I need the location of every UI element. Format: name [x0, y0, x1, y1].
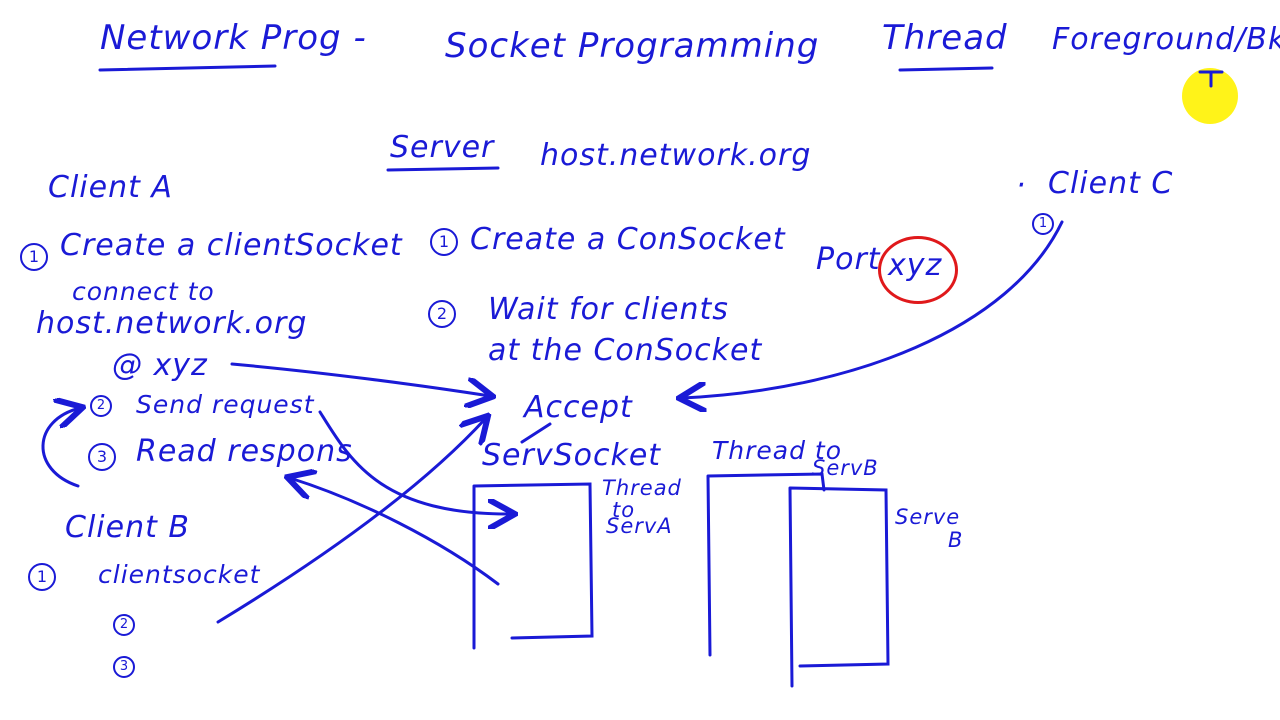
client-a-step3: Read respons: [136, 434, 353, 469]
client-b-step1-number: 1: [28, 563, 56, 591]
client-a-step2: Send request: [136, 390, 315, 419]
arrow-thread-a-to-read: [290, 478, 500, 586]
client-a-at-port: @ xyz: [112, 348, 208, 383]
serve-b-line1: Serve: [895, 505, 961, 529]
server-host: host.network.org: [540, 138, 812, 173]
thread-a-line1: Thread: [602, 476, 682, 500]
accept-to-servsocket: [520, 422, 552, 444]
arrow-client-c-to-accept: [682, 220, 1064, 398]
server-step2-number: 2: [428, 300, 456, 328]
arrow-client-a-to-accept: [230, 362, 490, 396]
client-a-step1-number: 1: [20, 243, 48, 271]
header-network-prog: Network Prog -: [100, 18, 367, 58]
client-b-step3-number: 3: [113, 656, 135, 678]
server-port-label: Port: [816, 242, 881, 277]
thread-a-box: [472, 482, 594, 650]
server-accept: Accept: [524, 390, 633, 425]
t-mark: [1198, 70, 1224, 88]
client-a-step1: Create a clientSocket: [60, 228, 403, 263]
client-c-step1-number: 1: [1032, 213, 1054, 235]
server-step2-line1: Wait for clients: [488, 292, 729, 327]
server-serv-socket: ServSocket: [482, 438, 662, 473]
underline-server: [386, 166, 500, 172]
loop-arrow: [41, 408, 80, 488]
server-step2-line2: at the ConSocket: [488, 333, 763, 368]
serve-b-line2: B: [948, 528, 964, 552]
server-label: Server: [390, 130, 495, 165]
thread-a-line3: ServA: [606, 514, 673, 538]
client-b-label: Client B: [65, 510, 190, 545]
thread-b-line1: Thread to: [712, 436, 843, 465]
arrow-client-b-to-accept: [216, 418, 486, 624]
client-c-label: Client C: [1048, 166, 1174, 201]
serve-b-box: [788, 486, 890, 688]
server-step1: Create a ConSocket: [470, 222, 786, 257]
client-b-step2-number: 2: [113, 614, 135, 636]
client-c-bullet: ·: [1016, 168, 1027, 203]
thread-a-line2: to: [612, 498, 636, 522]
underline-network-prog: [98, 64, 277, 72]
client-a-host: host.network.org: [36, 306, 308, 341]
header-socket-programming: Socket Programming: [445, 26, 820, 66]
client-a-step3-number: 3: [88, 443, 116, 471]
client-a-connect-to: connect to: [72, 277, 215, 306]
server-step1-number: 1: [430, 228, 458, 256]
header-foreground-background: Foreground/Bkgd: [1052, 22, 1280, 57]
arrow-send-to-thread-a: [318, 410, 512, 514]
port-highlight-ring: [878, 236, 958, 304]
client-b-step1: clientsocket: [98, 560, 261, 589]
thread-b-box: [706, 472, 826, 657]
header-thread: Thread: [882, 18, 1008, 58]
client-a-step2-number: 2: [90, 395, 112, 417]
client-a-label: Client A: [48, 170, 173, 205]
underline-thread: [898, 66, 994, 72]
server-port-value: xyz: [888, 248, 943, 283]
